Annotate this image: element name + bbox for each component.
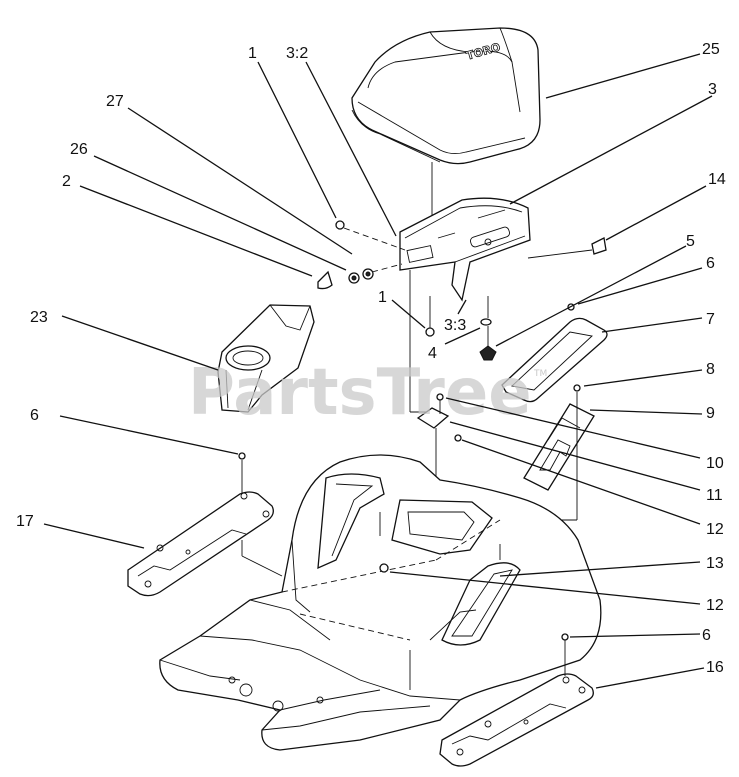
clip-2-part [317,270,333,290]
cup-holder-part [217,304,315,413]
plug-8-part [573,384,581,392]
watermark-tm: TM [533,369,547,379]
callout-label: 2 [62,173,71,190]
washer-part [480,318,492,326]
seat-pan-part [399,197,531,302]
seat-part: TORO [351,27,541,165]
callout-label: 23 [30,309,48,326]
callout-label: 14 [708,171,726,188]
callout-label: 10 [706,455,724,472]
callout-label: 1 [378,289,387,306]
callout-labels: 1 3:2 25 27 3 26 2 14 5 6 1 23 3:3 7 4 8… [16,41,726,676]
cover-plate-7-part [501,317,608,403]
callout-label: 4 [428,345,437,362]
mat-17-part [127,491,274,597]
callout-label: 11 [706,487,723,504]
callout-label: 3:3 [444,317,466,334]
callout-label: 12 [706,521,724,538]
callout-label: 13 [706,555,724,572]
bolt-1-part [335,220,345,230]
leader-lines [43,53,713,689]
watermark: PartsTree [188,356,532,430]
callout-label: 16 [706,659,724,676]
callout-label: 7 [706,311,715,328]
callout-label: 3 [708,81,717,98]
nut-12b-part [379,563,389,573]
callout-label: 9 [706,405,715,422]
knob-4-part [479,345,497,361]
plug-6b-part [238,452,246,460]
bracket-11-part [416,407,450,429]
callout-label: 8 [706,361,715,378]
callout-label: 27 [106,93,124,110]
plug-6c-part [561,633,569,641]
callout-label: 17 [16,513,34,530]
nut-12-part [454,434,462,442]
callout-label: 6 [30,407,39,424]
gasket-9-part [523,403,595,491]
callout-label: 12 [706,597,724,614]
callout-label: 6 [706,255,715,272]
callout-label: 5 [686,233,695,250]
switch-14-part [591,237,607,255]
mat-16-part [439,673,594,767]
bolt-10-part [436,393,444,401]
callout-label: 3:2 [286,45,308,62]
nut-1-part [425,327,435,337]
callout-label: 26 [70,141,88,158]
callout-label: 25 [702,41,720,58]
callout-label: 6 [702,627,711,644]
callout-label: 1 [248,45,257,62]
